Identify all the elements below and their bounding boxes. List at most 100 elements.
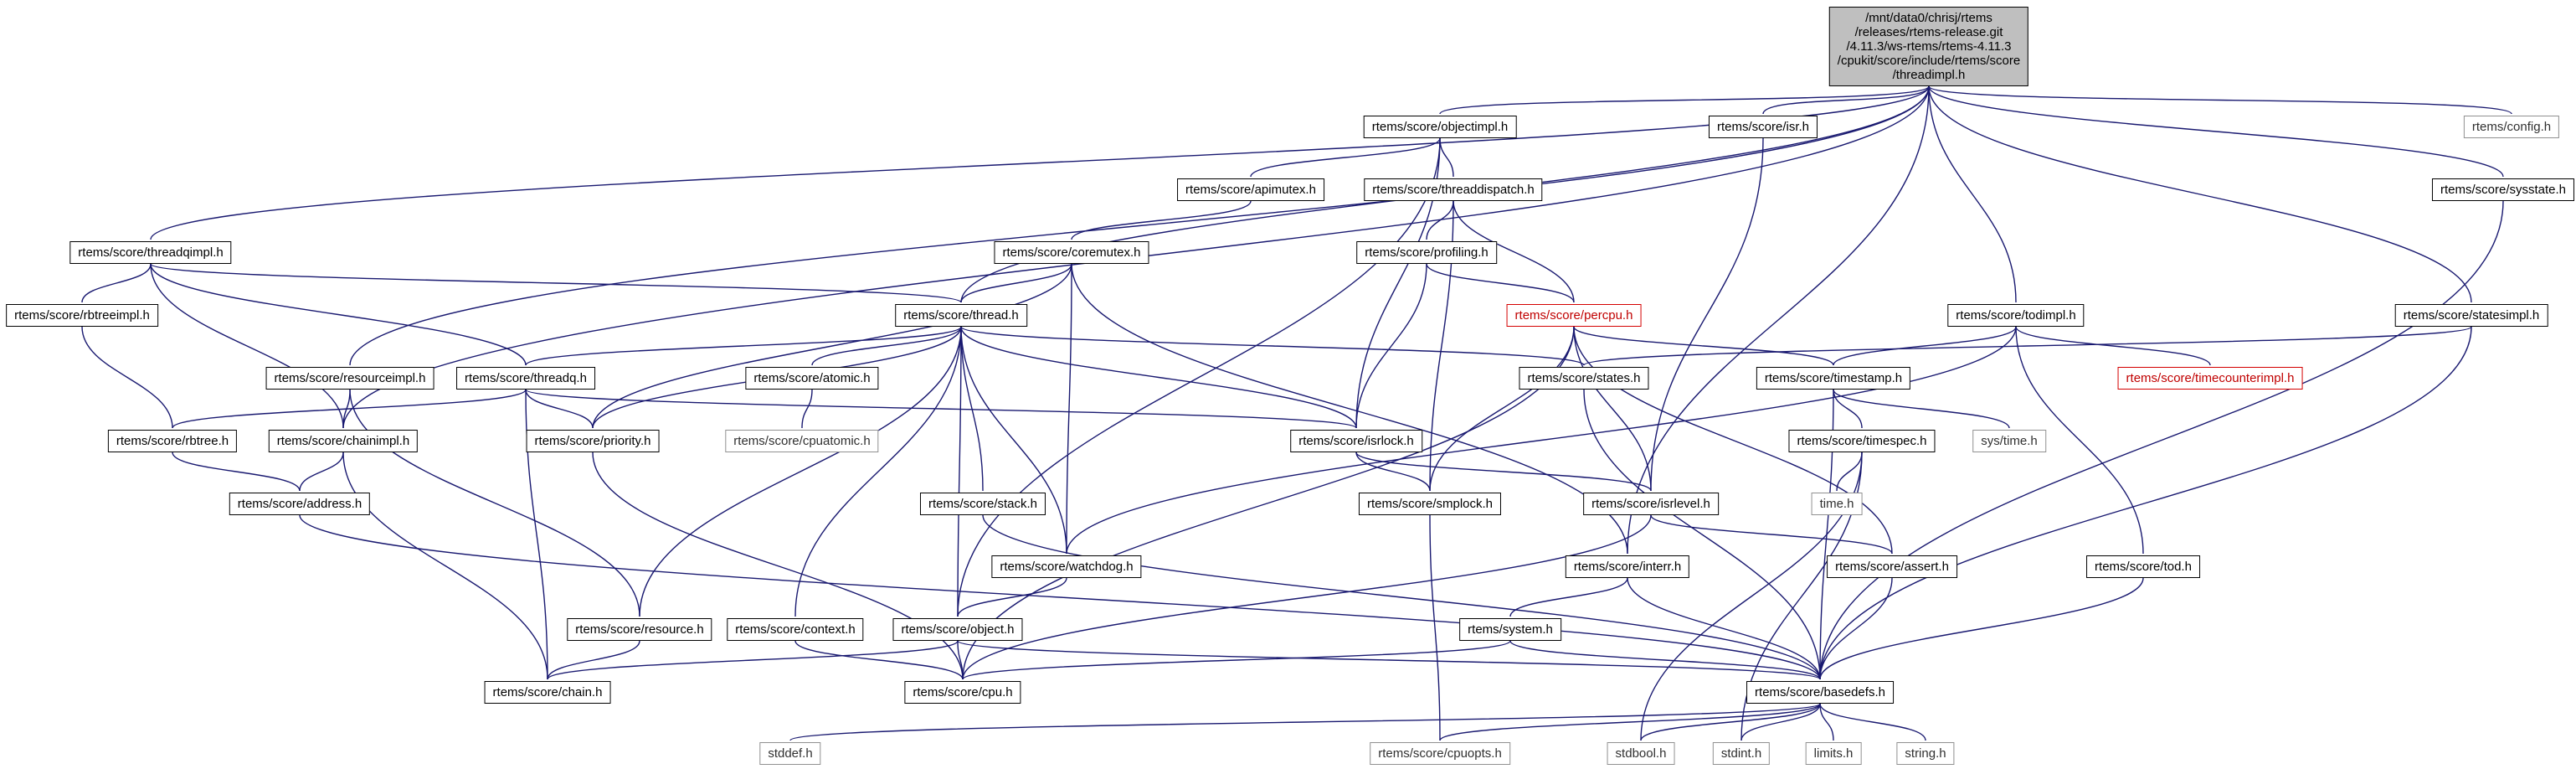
graph-node-rbtreeimpl[interactable]: rtems/score/rbtreeimpl.h	[6, 304, 158, 327]
graph-node-object[interactable]: rtems/score/object.h	[892, 618, 1023, 641]
include-edge-basedefs-stddef	[789, 703, 1821, 741]
include-edge-thread-watchdog	[960, 326, 1067, 555]
include-edge-threadqimpl-chainimpl	[150, 263, 344, 429]
graph-node-threadqimpl[interactable]: rtems/score/threadqimpl.h	[69, 241, 232, 264]
include-edge-timestamp-sys_time	[1833, 389, 2010, 429]
include-edge-threaddispatch-percpu	[1453, 200, 1575, 303]
include-edge-thread-atomic	[811, 326, 962, 366]
graph-node-assert[interactable]: rtems/score/assert.h	[1827, 555, 1957, 578]
graph-node-cpu[interactable]: rtems/score/cpu.h	[904, 681, 1021, 704]
graph-node-basedefs[interactable]: rtems/score/basedefs.h	[1746, 681, 1894, 704]
include-edge-thread-isrlock	[960, 326, 1357, 429]
graph-node-priority[interactable]: rtems/score/priority.h	[526, 430, 660, 452]
include-edge-threadq-rbtree	[172, 389, 527, 429]
include-edge-chainimpl-chain	[342, 452, 548, 680]
graph-node-isrlock[interactable]: rtems/score/isrlock.h	[1290, 430, 1422, 452]
graph-node-stddef[interactable]: stddef.h	[759, 742, 821, 765]
include-edge-address-basedefs	[299, 514, 1821, 680]
include-edge-threadimpl-threadqimpl	[150, 85, 1930, 240]
graph-node-interr[interactable]: rtems/score/interr.h	[1565, 555, 1690, 578]
include-edge-threadqimpl-rbtreeimpl	[81, 263, 152, 303]
include-edge-thread-stack	[960, 326, 984, 492]
include-edge-timespec-time	[1836, 452, 1863, 492]
include-edge-object-cpu	[957, 640, 964, 680]
include-edge-thread-threadq	[525, 326, 962, 366]
graph-node-stdint[interactable]: stdint.h	[1712, 742, 1771, 765]
include-edge-percpu-smplock	[1429, 326, 1575, 492]
graph-node-apimutex[interactable]: rtems/score/apimutex.h	[1177, 178, 1324, 201]
include-edge-thread-object	[957, 326, 962, 617]
graph-node-resource[interactable]: rtems/score/resource.h	[567, 618, 712, 641]
include-edge-threadqimpl-threadq	[150, 263, 527, 366]
include-edge-basedefs-stdbool	[1640, 703, 1821, 741]
include-edge-basedefs-cpuopts	[1439, 703, 1821, 741]
graph-node-system[interactable]: rtems/system.h	[1459, 618, 1561, 641]
graph-node-stdbool[interactable]: stdbool.h	[1607, 742, 1675, 765]
include-edge-thread-states	[960, 326, 1585, 366]
graph-node-tod[interactable]: rtems/score/tod.h	[2086, 555, 2200, 578]
graph-node-timestamp[interactable]: rtems/score/timestamp.h	[1756, 367, 1911, 390]
include-edge-context-cpu	[794, 640, 964, 680]
include-edge-threaddispatch-profiling	[1426, 200, 1454, 240]
graph-node-isrlevel[interactable]: rtems/score/isrlevel.h	[1583, 493, 1719, 515]
include-edge-rbtree-address	[172, 452, 301, 492]
include-edge-priority-cpu	[592, 452, 964, 680]
graph-node-atomic[interactable]: rtems/score/atomic.h	[745, 367, 879, 390]
graph-node-threaddispatch[interactable]: rtems/score/threaddispatch.h	[1364, 178, 1543, 201]
graph-node-limits[interactable]: limits.h	[1805, 742, 1862, 765]
graph-node-chainimpl[interactable]: rtems/score/chainimpl.h	[268, 430, 419, 452]
graph-node-percpu[interactable]: rtems/score/percpu.h	[1506, 304, 1642, 327]
include-edge-basedefs-string	[1819, 703, 1926, 741]
graph-node-todimpl[interactable]: rtems/score/todimpl.h	[1947, 304, 2085, 327]
include-edge-stack-basedefs	[982, 514, 1821, 680]
include-edge-todimpl-tod	[2015, 326, 2144, 555]
graph-node-timespec[interactable]: rtems/score/timespec.h	[1788, 430, 1936, 452]
include-edge-percpu-assert	[1573, 326, 1893, 555]
graph-node-string[interactable]: string.h	[1896, 742, 1955, 765]
include-edge-threadimpl-resourceimpl	[349, 85, 1930, 366]
graph-node-objectimpl[interactable]: rtems/score/objectimpl.h	[1363, 116, 1517, 138]
graph-node-smplock[interactable]: rtems/score/smplock.h	[1358, 493, 1502, 515]
graph-node-coremutex[interactable]: rtems/score/coremutex.h	[994, 241, 1149, 264]
include-edge-profiling-isrlock	[1355, 263, 1427, 429]
include-edge-chainimpl-address	[299, 452, 344, 492]
include-edge-atomic-cpuatomic	[801, 389, 813, 429]
graph-node-timecounterimpl[interactable]: rtems/score/timecounterimpl.h	[2117, 367, 2303, 390]
graph-node-watchdog[interactable]: rtems/score/watchdog.h	[991, 555, 1142, 578]
graph-node-config[interactable]: rtems/config.h	[2463, 116, 2560, 138]
include-edge-states-basedefs	[1583, 389, 1821, 680]
include-edge-coremutex-watchdog	[1066, 263, 1072, 555]
include-edge-assert-basedefs	[1819, 577, 1893, 680]
graph-node-thread[interactable]: rtems/score/thread.h	[895, 304, 1027, 327]
graph-node-states[interactable]: rtems/score/states.h	[1519, 367, 1649, 390]
include-edge-tod-basedefs	[1819, 577, 2144, 680]
include-edge-percpu-isrlevel	[1573, 326, 1652, 492]
include-edge-smplock-cpuopts	[1429, 514, 1441, 741]
include-edge-threadimpl-todimpl	[1928, 85, 2017, 303]
include-edge-isrlevel-assert	[1650, 514, 1893, 555]
include-edge-todimpl-timecounterimpl	[2015, 326, 2211, 366]
include-edge-system-basedefs	[1509, 640, 1821, 680]
graph-node-chain[interactable]: rtems/score/chain.h	[484, 681, 611, 704]
include-edge-isrlock-isrlevel	[1355, 452, 1652, 492]
include-edge-isrlevel-cpu	[962, 514, 1652, 680]
graph-node-sysstate[interactable]: rtems/score/sysstate.h	[2431, 178, 2575, 201]
graph-node-context[interactable]: rtems/score/context.h	[727, 618, 864, 641]
graph-node-sys_time[interactable]: sys/time.h	[1972, 430, 2046, 452]
include-edge-object-basedefs	[957, 640, 1821, 680]
include-edge-isrlock-smplock	[1355, 452, 1431, 492]
graph-node-stack[interactable]: rtems/score/stack.h	[919, 493, 1046, 515]
include-edge-isr-isrlevel	[1650, 137, 1764, 492]
graph-node-time[interactable]: time.h	[1811, 493, 1863, 515]
graph-node-rbtree[interactable]: rtems/score/rbtree.h	[107, 430, 238, 452]
include-edge-threadimpl-interr	[1627, 85, 1930, 555]
graph-node-isr[interactable]: rtems/score/isr.h	[1708, 116, 1818, 138]
include-edge-resourceimpl-chainimpl	[342, 389, 351, 429]
graph-node-statesimpl[interactable]: rtems/score/statesimpl.h	[2394, 304, 2548, 327]
graph-node-profiling[interactable]: rtems/score/profiling.h	[1356, 241, 1497, 264]
graph-node-address[interactable]: rtems/score/address.h	[229, 493, 371, 515]
graph-node-threadq[interactable]: rtems/score/threadq.h	[456, 367, 595, 390]
graph-node-resourceimpl[interactable]: rtems/score/resourceimpl.h	[265, 367, 434, 390]
graph-node-cpuatomic[interactable]: rtems/score/cpuatomic.h	[725, 430, 879, 452]
graph-node-cpuopts[interactable]: rtems/score/cpuopts.h	[1370, 742, 1510, 765]
